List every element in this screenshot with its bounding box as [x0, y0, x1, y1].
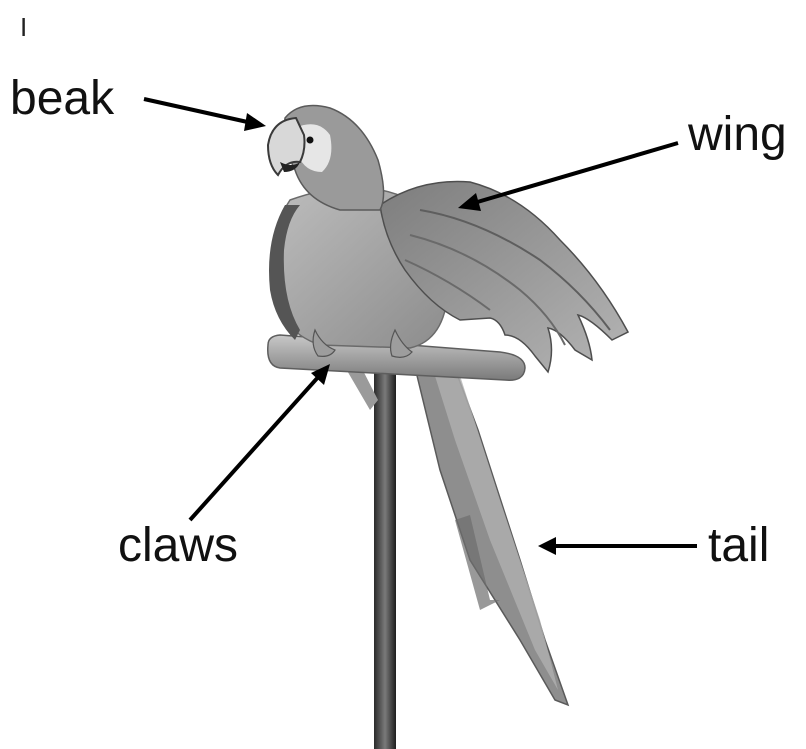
arrow-tail [538, 537, 697, 555]
parrot-claws-left [312, 328, 336, 357]
corner-mark: I [20, 12, 27, 42]
arrow-wing [458, 141, 679, 211]
parrot-illustration [266, 104, 630, 749]
parrot-beak [266, 116, 306, 177]
label-beak: beak [10, 72, 115, 125]
label-tail: tail [708, 519, 769, 572]
parrot-claws-right [389, 328, 413, 358]
perch-pole [374, 352, 396, 749]
parrot-eye [306, 136, 314, 144]
label-wing: wing [687, 108, 787, 161]
arrow-beak [143, 97, 266, 131]
label-claws: claws [118, 519, 238, 572]
parrot-wing [379, 180, 630, 374]
arrow-claws [188, 364, 330, 522]
